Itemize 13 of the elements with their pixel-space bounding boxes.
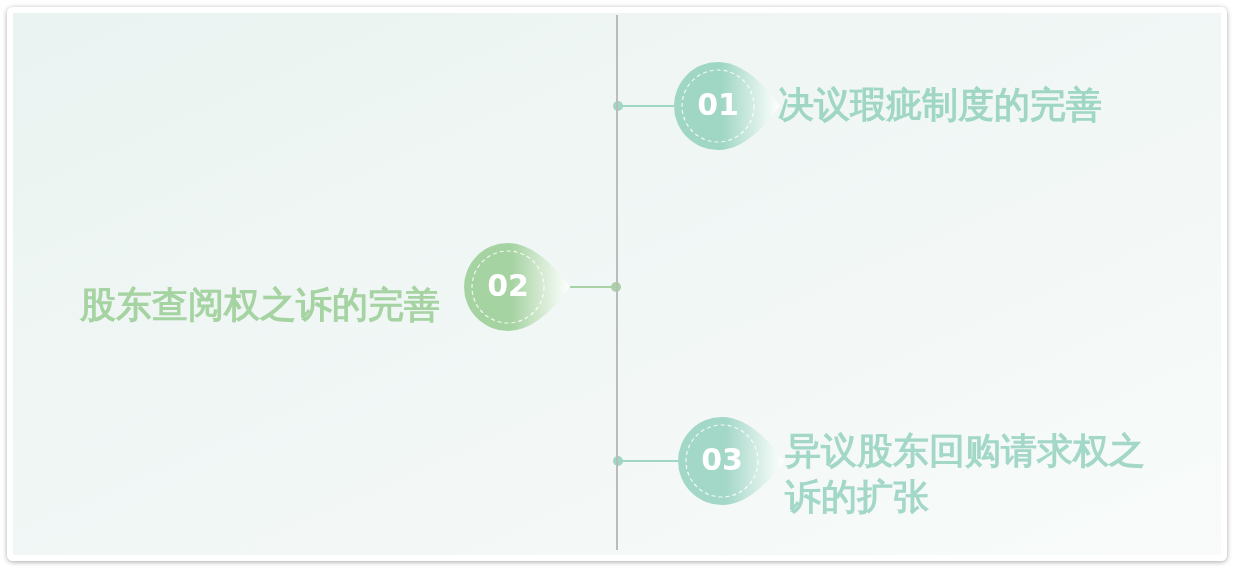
number-badge (464, 243, 570, 331)
connector-line (569, 282, 621, 292)
connector-line (613, 101, 675, 111)
connector-line (613, 456, 679, 466)
timeline-line (616, 15, 618, 550)
badge-number: 01 (696, 90, 740, 120)
number-badge (678, 417, 784, 505)
item-title: 决议瑕疵制度的完善 (778, 83, 1103, 127)
badge-number: 02 (486, 271, 530, 301)
item-title: 异议股东回购请求权之诉的扩张 (785, 429, 1146, 519)
number-badge (674, 62, 780, 150)
item-title: 股东查阅权之诉的完善 (78, 283, 440, 327)
badge-number: 03 (700, 445, 744, 475)
